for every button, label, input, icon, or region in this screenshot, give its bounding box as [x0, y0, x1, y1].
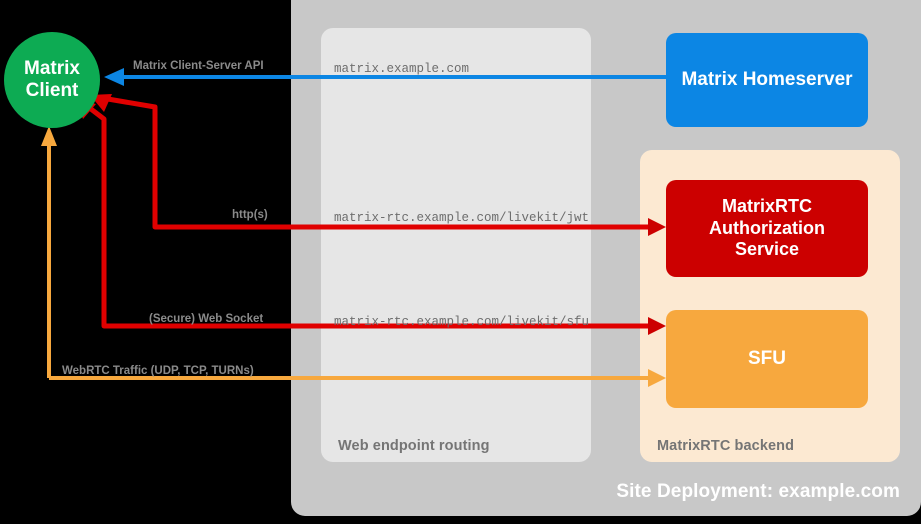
- webrtc-arrowhead-sfu: [648, 369, 666, 387]
- matrix-client-label-line1: Matrix: [24, 57, 80, 79]
- auth-service-label-line3: Service: [734, 239, 800, 260]
- sfu-label: SFU: [748, 347, 786, 369]
- auth-service-label-line2: Authorization: [709, 217, 825, 238]
- webrtc-arrowhead-client: [41, 126, 57, 146]
- webrtc-traffic-edge: [47, 137, 655, 380]
- matrixrtc-authorization-service-node[interactable]: MatrixRTC Authorization Service: [666, 180, 868, 277]
- matrix-homeserver-label: Matrix Homeserver: [681, 68, 853, 90]
- edge-label-client-server-api: Matrix Client-Server API: [133, 60, 264, 72]
- site-panel-label: Site Deployment: example.com: [616, 481, 900, 502]
- auth-service-label-line1: MatrixRTC: [721, 196, 812, 217]
- url-label-livekit-jwt: matrix-rtc.example.com/livekit/jwt: [334, 211, 590, 225]
- url-label-livekit-sfu: matrix-rtc.example.com/livekit/sfu: [334, 315, 590, 329]
- routing-panel-label: Web endpoint routing: [338, 438, 490, 454]
- url-label-matrix: matrix.example.com: [334, 62, 470, 76]
- edge-label-http: http(s): [232, 209, 268, 221]
- edge-label-webrtc-traffic: WebRTC Traffic (UDP, TCP, TURNs): [62, 365, 254, 377]
- sfu-node[interactable]: SFU: [666, 310, 868, 408]
- backend-panel-label: MatrixRTC backend: [657, 438, 795, 454]
- matrix-homeserver-node[interactable]: Matrix Homeserver: [666, 33, 868, 127]
- matrix-client-node[interactable]: Matrix Client: [4, 32, 100, 128]
- matrix-client-label-line2: Client: [25, 80, 79, 101]
- edge-label-web-socket: (Secure) Web Socket: [149, 313, 264, 325]
